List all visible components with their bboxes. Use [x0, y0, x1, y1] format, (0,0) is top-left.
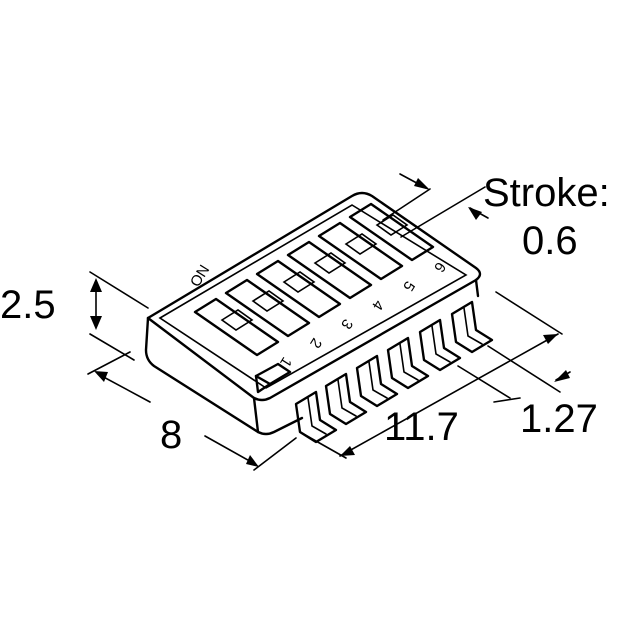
position-label-5: 5: [399, 278, 418, 294]
terminal-3: [355, 354, 399, 408]
slot-5: [317, 221, 404, 281]
length-dimension: 11.7: [299, 291, 563, 459]
actuator-slots: [193, 202, 435, 357]
length-value: 11.7: [384, 405, 459, 449]
slot-6: [348, 202, 435, 262]
slot-3: [255, 259, 342, 319]
slot-4: [286, 240, 373, 300]
position-label-3: 3: [337, 316, 356, 332]
position-label-4: 4: [368, 297, 387, 313]
position-label-2: 2: [306, 335, 325, 351]
pitch-value: 1.27: [520, 397, 598, 441]
on-label: ON: [187, 262, 213, 290]
terminals: [294, 300, 494, 444]
height-value: 2.5: [0, 283, 56, 327]
stroke-dimension: Stroke: 0.6: [382, 171, 610, 263]
terminal-6: [450, 300, 494, 354]
pitch-dimension: 1.27: [457, 345, 598, 441]
terminal-4: [386, 336, 430, 390]
width-dimension: 8: [87, 351, 297, 471]
position-label-6: 6: [430, 259, 449, 275]
terminal-2: [324, 372, 368, 426]
stroke-title: Stroke:: [483, 171, 610, 215]
slot-1: [193, 297, 280, 357]
stroke-value: 0.6: [522, 219, 578, 263]
terminal-5: [418, 318, 462, 372]
switch-body: [144, 191, 482, 436]
width-value: 8: [160, 413, 182, 457]
position-label-1: 1: [276, 354, 295, 370]
height-dimension: 2.5: [0, 271, 149, 361]
slot-2: [224, 278, 311, 338]
